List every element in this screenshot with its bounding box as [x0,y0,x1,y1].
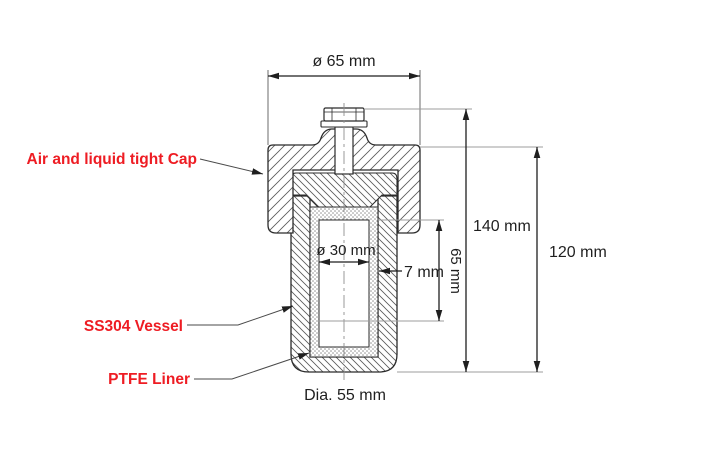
dim-vessel-outer-diameter-label: Dia. 55 mm [304,387,386,404]
dim-vessel-height-label: 120 mm [549,244,607,261]
cap-section [267,128,421,234]
dim-inner-diameter-label: ø 30 mm [316,242,375,259]
dim-chamber-depth-label: 65 mm [447,248,464,294]
leader-vessel [187,305,294,326]
leader-liner [194,352,310,380]
leader-cap [199,158,264,175]
dim-liner-wall-label: 7 mm [404,264,444,281]
dim-cap-diameter-label: ø 65 mm [312,53,375,70]
label-liner: PTFE Liner [108,371,190,388]
label-cap: Air and liquid tight Cap [27,151,198,168]
dim-overall-height-label: 140 mm [473,218,531,235]
label-vessel: SS304 Vessel [84,318,183,335]
